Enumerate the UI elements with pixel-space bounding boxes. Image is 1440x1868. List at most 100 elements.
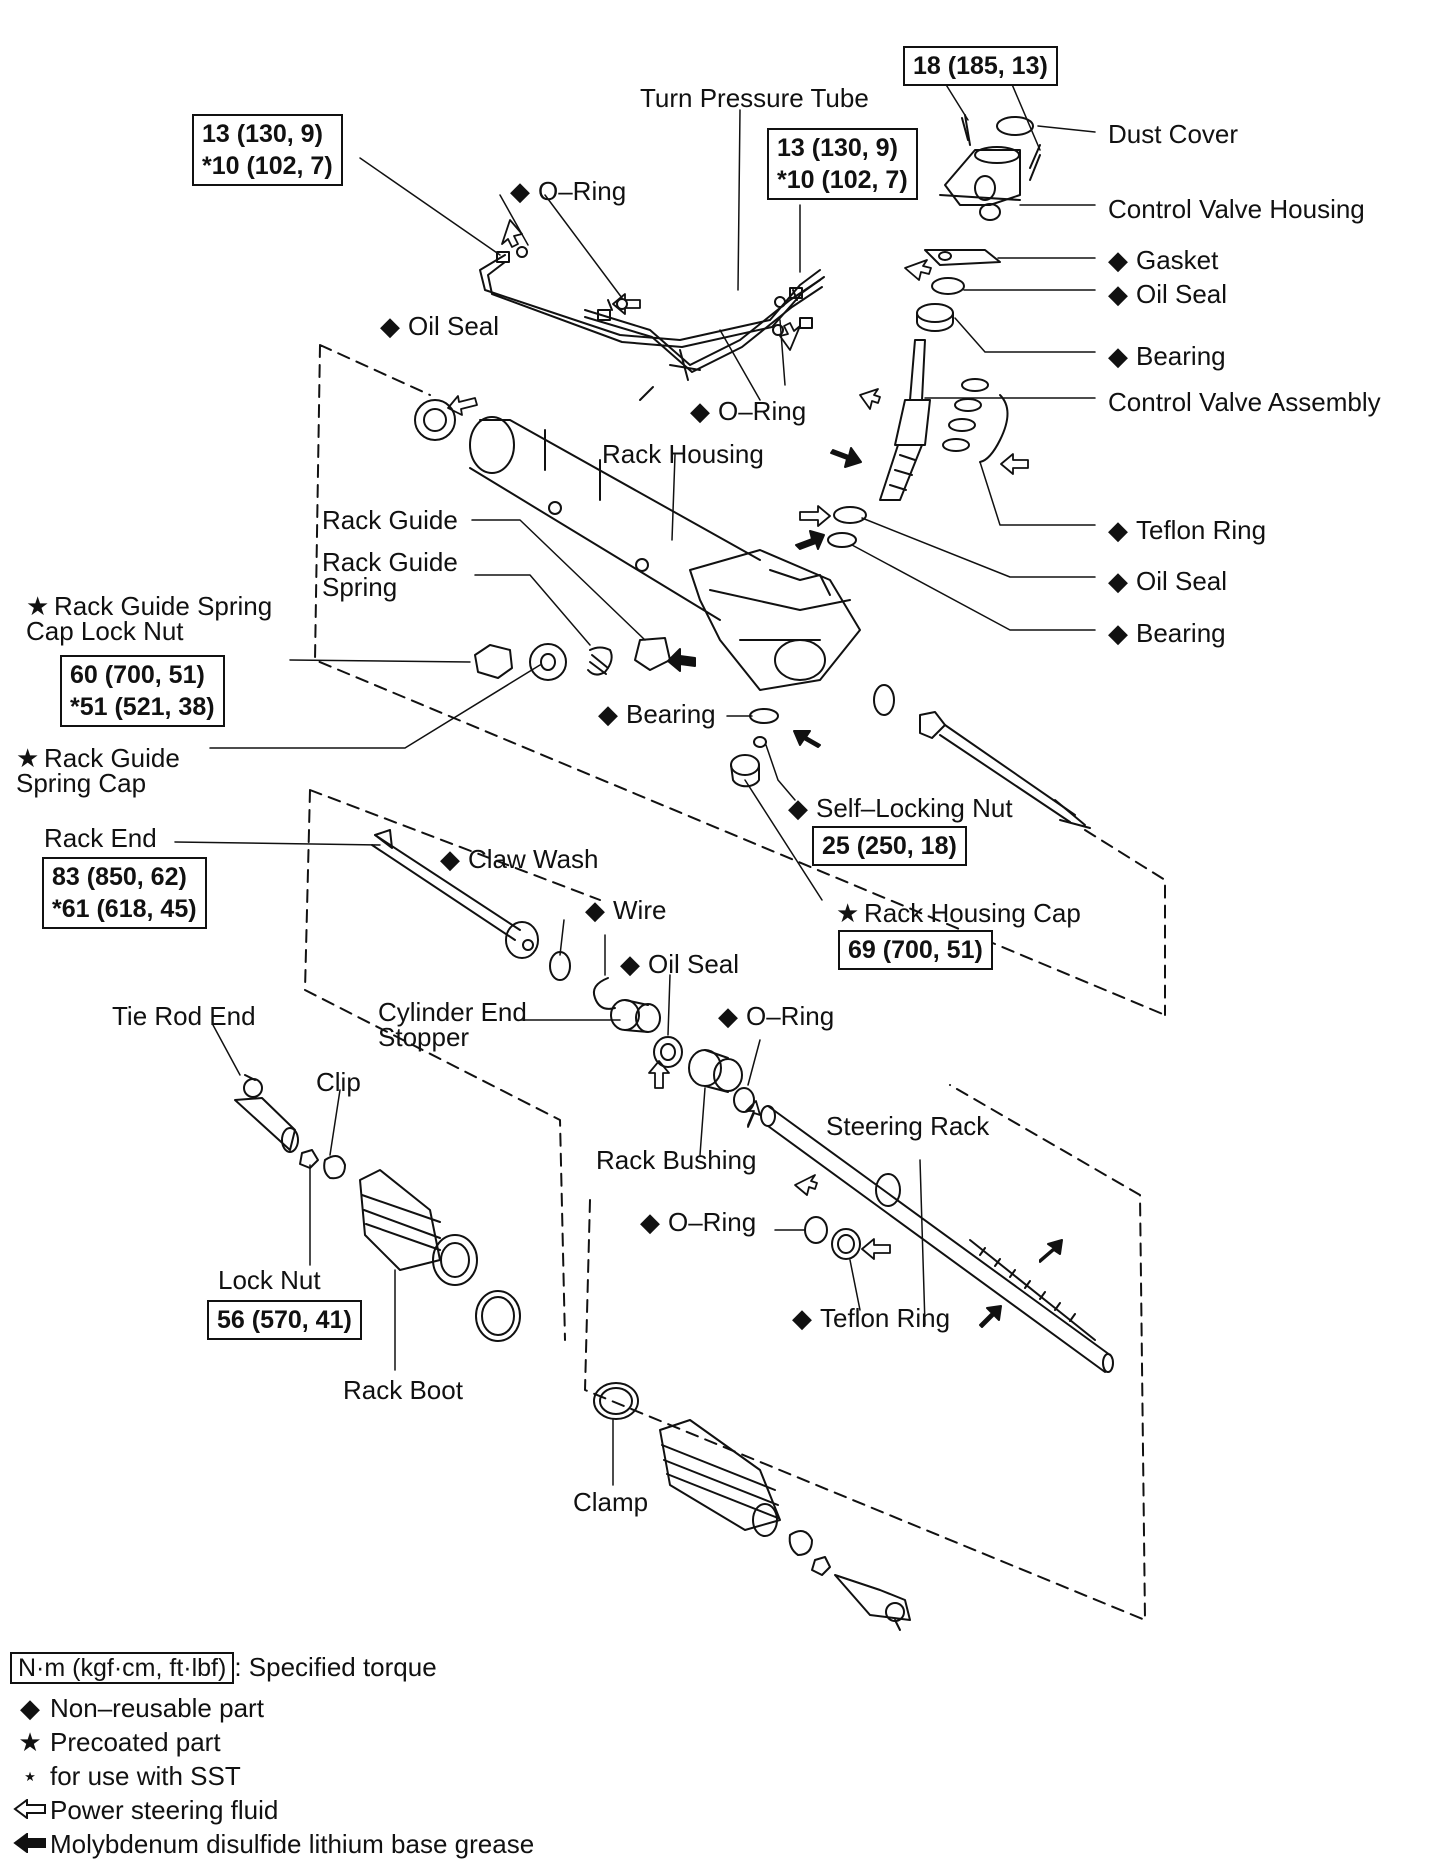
control-valve-housing <box>939 114 1041 221</box>
label-rack-end: Rack End <box>44 823 157 853</box>
dashed-outline-right <box>584 1084 1146 1621</box>
label-rack-boot: Rack Boot <box>343 1375 463 1405</box>
tie-rod-end-part-right <box>834 1574 911 1631</box>
label-control-valve-housing: Control Valve Housing <box>1108 194 1365 224</box>
label-clip: Clip <box>316 1067 361 1097</box>
torque-box-tube-right: 13 (130, 9) *10 (102, 7) <box>767 128 918 200</box>
diamond-icon: ◆ <box>510 176 530 206</box>
diamond-icon: ◆ <box>640 1207 660 1237</box>
star-icon: ★ <box>26 591 50 621</box>
lock-nut-part-right <box>811 1556 831 1576</box>
label-rack-guide-spring-cap-lock-nut: ★Rack Guide Spring Cap Lock Nut <box>26 591 273 646</box>
teflon-ring-part-rack <box>831 1228 861 1260</box>
leader-lines <box>174 74 1096 1486</box>
small-star-icon: ⋆ <box>21 1761 39 1791</box>
bearing-part-mid <box>827 532 857 548</box>
torque-box-control-valve: 18 (185, 13) <box>903 46 1058 86</box>
torque-box-guide-lock-nut: 60 (700, 51) *51 (521, 38) <box>60 655 225 727</box>
hollow-arrow-icon <box>10 1796 50 1824</box>
label-lock-nut: Lock Nut <box>218 1265 321 1295</box>
rack-end-part-left <box>371 829 539 959</box>
diamond-icon: ◆ <box>1108 279 1128 309</box>
turn-pressure-tube <box>479 246 825 401</box>
torque-box-tube-left: 13 (130, 9) *10 (102, 7) <box>192 114 343 186</box>
rack-housing-part <box>469 416 861 691</box>
label-rack-housing-cap: ★Rack Housing Cap <box>836 898 1081 928</box>
filled-arrow-icon <box>10 1830 50 1858</box>
label-wire: ◆Wire <box>585 895 667 925</box>
rack-boot-part-right <box>659 1419 781 1537</box>
diamond-icon: ◆ <box>598 699 618 729</box>
star-icon: ★ <box>16 743 40 773</box>
fluid-arrows <box>447 219 1029 1260</box>
label-claw-wash: ◆Claw Wash <box>440 844 599 874</box>
label-o-ring-rack: ◆O–Ring <box>640 1207 757 1237</box>
label-dust-cover: Dust Cover <box>1108 119 1239 149</box>
oil-seal-part-low <box>653 1036 683 1068</box>
washer-part <box>873 684 895 716</box>
diamond-icon: ◆ <box>440 844 460 874</box>
legend-sst: ⋆for use with SST <box>10 1762 241 1790</box>
label-clamp: Clamp <box>573 1487 649 1517</box>
label-rack-guide: Rack Guide <box>322 505 458 535</box>
diamond-icon: ◆ <box>1108 245 1128 275</box>
diamond-icon: ◆ <box>1108 341 1128 371</box>
torque-box-rack-housing-cap: 69 (700, 51) <box>838 930 993 970</box>
label-self-locking-nut: ◆Self–Locking Nut <box>788 793 1013 823</box>
label-oil-seal-mid: ◆Oil Seal <box>1108 566 1228 596</box>
label-rack-housing: Rack Housing <box>602 439 764 469</box>
diamond-icon: ◆ <box>20 1693 40 1723</box>
diamond-icon: ◆ <box>788 793 808 823</box>
label-o-ring-low: ◆O–Ring <box>718 1001 835 1031</box>
legend-fluid: Power steering fluid <box>10 1796 278 1824</box>
claw-washer-part <box>549 951 571 981</box>
label-rack-guide-spring: Rack Guide Spring <box>322 547 458 602</box>
clip-part-right <box>788 1530 813 1556</box>
lock-nut-part <box>299 1149 319 1169</box>
diamond-icon: ◆ <box>380 311 400 341</box>
label-rack-guide-spring-cap: ★Rack Guide Spring Cap <box>16 743 180 798</box>
diamond-icon: ◆ <box>792 1303 812 1333</box>
torque-box-rack-end: 83 (850, 62) *61 (618, 45) <box>42 857 207 929</box>
label-bearing-top: ◆Bearing <box>1108 341 1226 371</box>
label-oil-seal-top: ◆Oil Seal <box>1108 279 1228 309</box>
dashed-outline-upper <box>314 344 1166 1016</box>
legend-precoated: ★Precoated part <box>10 1728 220 1756</box>
rack-guide-group <box>474 637 671 681</box>
diamond-icon: ◆ <box>585 895 605 925</box>
legend-grease: Molybdenum disulfide lithium base grease <box>10 1830 534 1858</box>
oil-seal-part-top <box>931 277 965 295</box>
label-bearing-low: ◆Bearing <box>598 699 716 729</box>
oil-seal-part-mid <box>833 506 867 524</box>
label-teflon-ring-rack: ◆Teflon Ring <box>792 1303 951 1333</box>
label-oil-seal-left: ◆Oil Seal <box>380 311 500 341</box>
grease-arrows <box>667 447 1063 1328</box>
self-locking-nut-part <box>753 736 767 748</box>
label-o-ring-top-left: ◆O–Ring <box>510 176 627 206</box>
diamond-icon: ◆ <box>690 396 710 426</box>
label-rack-bushing: Rack Bushing <box>596 1145 757 1175</box>
clamp-part-left <box>475 1290 521 1342</box>
bearing-part-low <box>749 708 779 724</box>
legend-torque-text: : Specified torque <box>234 1652 437 1682</box>
label-teflon-ring-top: ◆Teflon Ring <box>1108 515 1267 545</box>
wire-part <box>592 977 616 1010</box>
label-control-valve-assembly: Control Valve Assembly <box>1108 387 1381 417</box>
dashed-outline-lower <box>304 789 1166 1341</box>
rack-bushing-part <box>688 1049 743 1093</box>
diamond-icon: ◆ <box>1108 566 1128 596</box>
gasket-part <box>924 249 1001 266</box>
rack-end-part-right <box>919 711 1091 829</box>
teflon-rings-part <box>942 378 1009 463</box>
bearing-part-top <box>916 303 954 323</box>
oil-seal-part-left <box>414 399 456 441</box>
label-tie-rod-end: Tie Rod End <box>112 1001 256 1031</box>
label-gasket: ◆Gasket <box>1108 245 1219 275</box>
label-cylinder-end-stopper: Cylinder End Stopper <box>378 997 527 1052</box>
legend-torque: N·m (kgf·cm, ft·lbf): Specified torque <box>10 1652 437 1684</box>
diamond-icon: ◆ <box>1108 515 1128 545</box>
legend-non-reusable: ◆Non–reusable part <box>10 1694 264 1722</box>
diamond-icon: ◆ <box>1108 618 1128 648</box>
label-steering-rack: Steering Rack <box>826 1111 990 1141</box>
